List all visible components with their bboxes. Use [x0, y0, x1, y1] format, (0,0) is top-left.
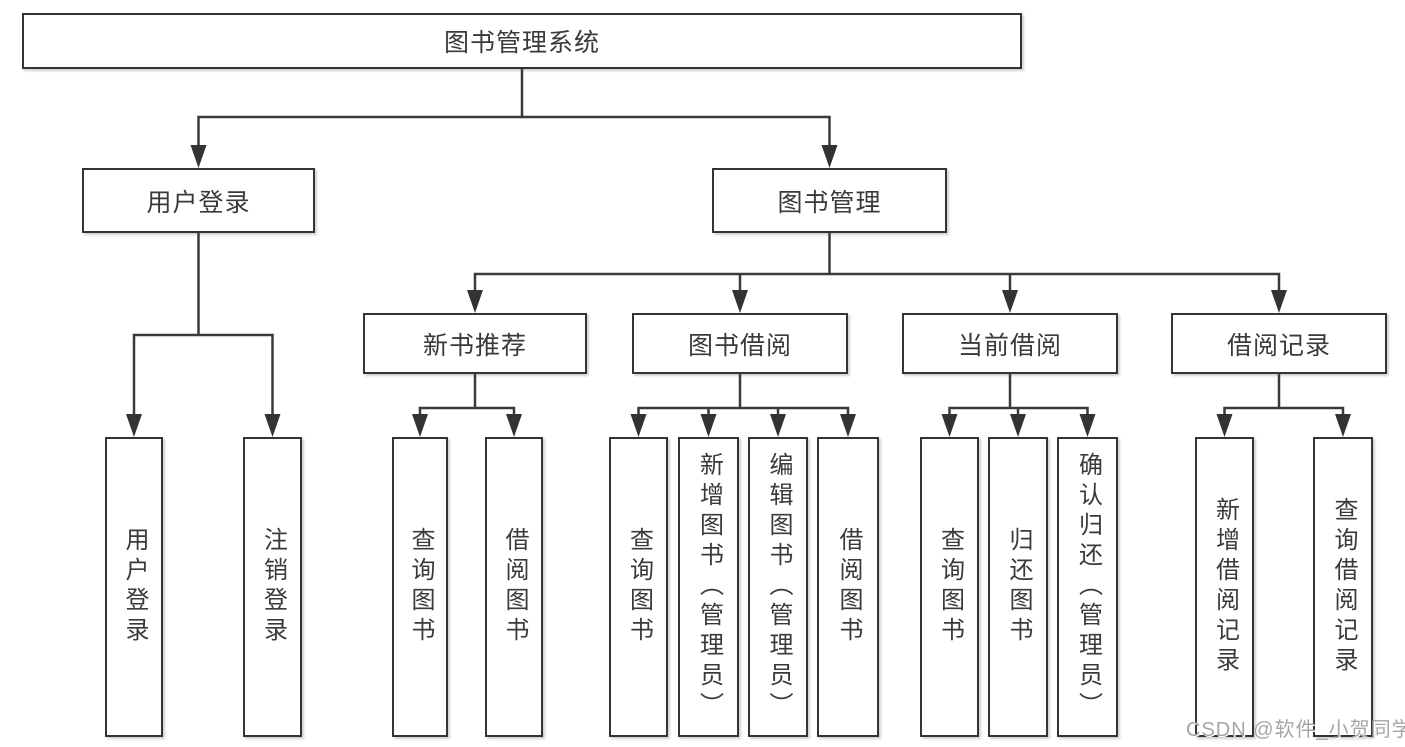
csdn-watermark: CSDN @软件_小贺同学: [1186, 719, 1405, 741]
connector-current-borrowing-branch: [948, 374, 1089, 420]
node-library-management-system: 图书管理系统: [22, 13, 1022, 69]
connector-new-book-recommend-branch: [418, 374, 516, 420]
connector-borrowing-records-branch: [1223, 374, 1345, 420]
leaf-confirm-return-admin: 确认归还（管理员）: [1057, 437, 1118, 737]
node-new-book-recommend: 新书推荐: [363, 313, 587, 374]
connector-user-login-branch: [132, 233, 274, 420]
arrowheads-user-login-branch: [126, 414, 281, 437]
node-book-borrowing: 图书借阅: [632, 313, 848, 374]
arrowheads-root-branch: [190, 145, 838, 168]
arrowheads-borrowing-records-branch: [1216, 414, 1351, 437]
leaf-query-borrow-record: 查询借阅记录: [1313, 437, 1373, 737]
node-book-management: 图书管理: [712, 168, 947, 233]
node-user-login: 用户登录: [82, 168, 315, 233]
arrowheads-new-book-recommend-branch: [412, 414, 522, 437]
leaf-user-login: 用户登录: [105, 437, 163, 737]
leaf-edit-books-admin: 编辑图书（管理员）: [748, 437, 808, 737]
leaf-add-books-admin: 新增图书（管理员）: [678, 437, 739, 737]
leaf-add-borrow-record: 新增借阅记录: [1195, 437, 1254, 737]
leaf-query-books-current: 查询图书: [920, 437, 979, 737]
node-current-borrowing: 当前借阅: [902, 313, 1118, 374]
leaf-query-books-recommend: 查询图书: [392, 437, 448, 737]
connector-root-branch: [197, 69, 831, 150]
arrowheads-book-borrowing-branch: [630, 414, 856, 437]
leaf-borrow-books: 借阅图书: [817, 437, 879, 737]
leaf-return-books: 归还图书: [988, 437, 1048, 737]
leaf-borrow-books-recommend: 借阅图书: [485, 437, 543, 737]
leaf-logout: 注销登录: [243, 437, 302, 737]
node-borrowing-records: 借阅记录: [1171, 313, 1387, 374]
arrowheads-book-management-branch: [467, 290, 1287, 313]
leaf-query-books-borrowing: 查询图书: [609, 437, 668, 737]
connector-book-borrowing-branch: [637, 374, 850, 420]
connector-book-management-branch: [473, 233, 1281, 293]
arrowheads-current-borrowing-branch: [941, 414, 1096, 437]
